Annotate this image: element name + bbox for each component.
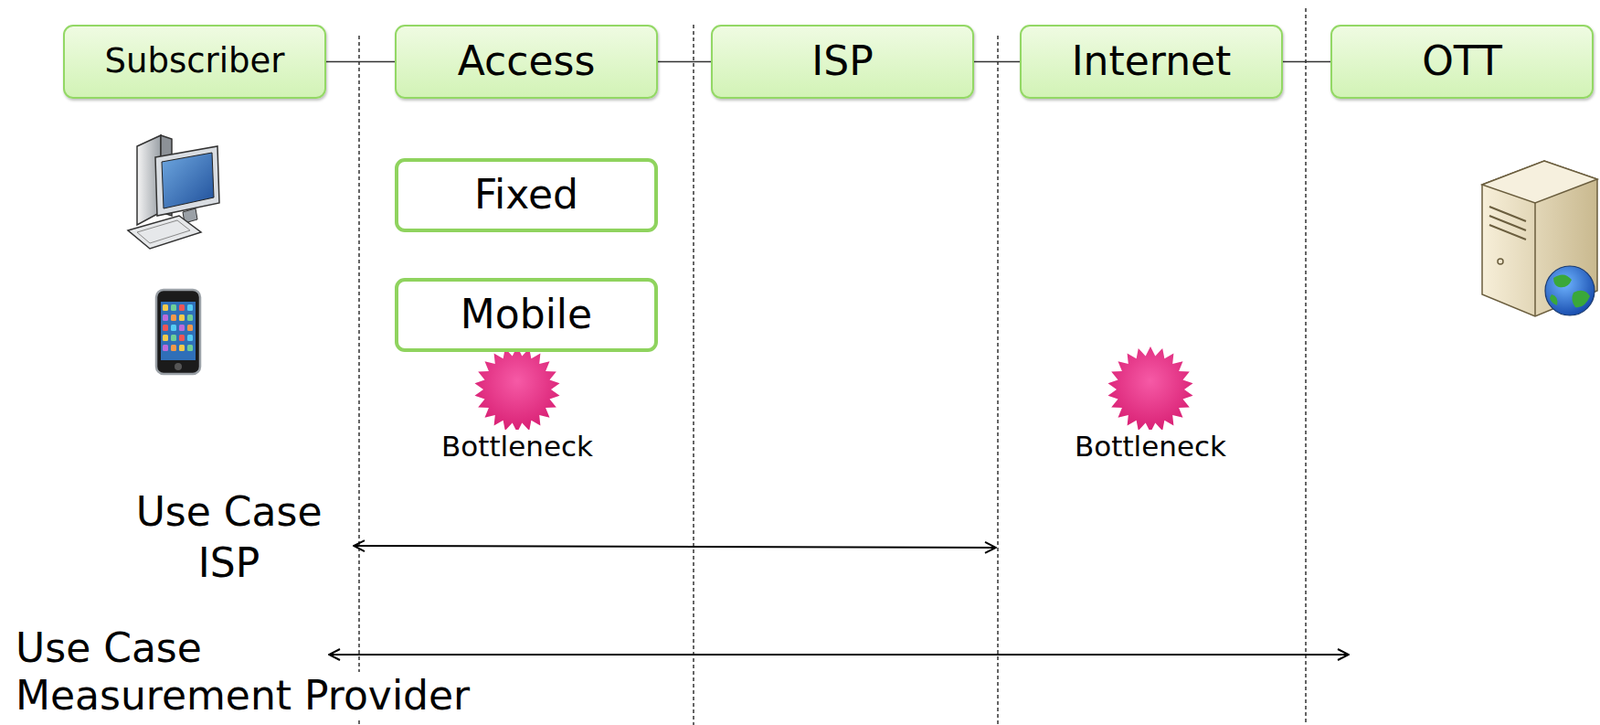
node-label: Fixed bbox=[474, 171, 579, 219]
server-icon bbox=[1482, 160, 1598, 317]
connector-line bbox=[974, 61, 1020, 64]
computer-icon bbox=[127, 135, 220, 249]
connector-line bbox=[1282, 61, 1331, 64]
segment-box: ISP bbox=[710, 24, 975, 99]
segment-box: Subscriber bbox=[63, 24, 327, 99]
segment-box: OTT bbox=[1330, 24, 1594, 99]
use-case-label: Use Case ISP bbox=[136, 487, 323, 586]
node-label: Subscriber bbox=[105, 42, 286, 82]
connector-line bbox=[657, 61, 711, 64]
node-label: Internet bbox=[1071, 38, 1232, 85]
bottleneck-label: Bottleneck bbox=[441, 429, 594, 463]
separator-line bbox=[358, 35, 360, 725]
use-case-label-box: Use Case ISP bbox=[122, 486, 336, 589]
segment-box: Access bbox=[394, 24, 658, 99]
range-arrow bbox=[353, 545, 997, 548]
separator-line bbox=[692, 24, 694, 725]
bottleneck-label-box: Bottleneck bbox=[1056, 429, 1245, 464]
bottleneck-label-box: Bottleneck bbox=[423, 429, 612, 464]
node-label: Mobile bbox=[460, 291, 593, 339]
bottleneck-star bbox=[475, 346, 561, 433]
separator-line bbox=[996, 35, 998, 725]
separator-line bbox=[1304, 8, 1306, 725]
bottleneck-label: Bottleneck bbox=[1074, 429, 1227, 463]
separator-lines bbox=[359, 8, 1306, 725]
segment-box: Internet bbox=[1019, 24, 1283, 99]
node-label: OTT bbox=[1421, 38, 1503, 85]
connector-line bbox=[326, 61, 395, 64]
bottleneck-star bbox=[1108, 346, 1194, 433]
range-arrow bbox=[328, 653, 1349, 656]
phone-icon bbox=[156, 289, 201, 374]
access-type-box: Mobile bbox=[394, 277, 658, 352]
access-type-box: Fixed bbox=[394, 158, 658, 233]
use-case-label-box: Use Case Measurement Provider bbox=[15, 624, 482, 720]
node-label: ISP bbox=[811, 38, 873, 85]
node-label: Access bbox=[457, 38, 596, 85]
use-case-label: Use Case Measurement Provider bbox=[15, 624, 470, 719]
